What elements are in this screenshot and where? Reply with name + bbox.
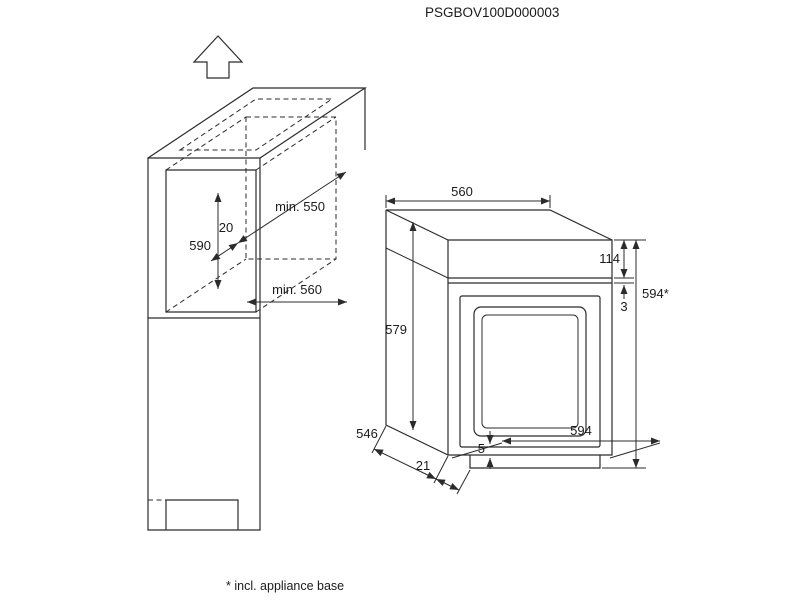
oven-base bbox=[469, 455, 601, 469]
dim-oven-width-top: 560 bbox=[385, 184, 551, 208]
oven-body bbox=[385, 209, 613, 469]
dim-min-depth-label: min. 550 bbox=[275, 199, 325, 214]
dim-min-width-label: min. 560 bbox=[272, 282, 322, 297]
cabinet-body bbox=[147, 87, 367, 531]
cabinet-hidden-edges bbox=[148, 98, 337, 501]
dim-rear-gap-label: 20 bbox=[219, 220, 233, 235]
dim-oven-depth: 546 bbox=[356, 425, 449, 484]
dim-panel-gap-label: 3 bbox=[620, 299, 627, 314]
drawing-code: PSGBOV100D000003 bbox=[425, 5, 559, 20]
cabinet-drawing: 590 20 min. 550 min. 560 bbox=[147, 35, 367, 531]
dim-door-gap: 5 bbox=[478, 431, 494, 469]
dim-base-inset-label: 21 bbox=[416, 458, 430, 473]
dim-oven-height-label: 579 bbox=[385, 322, 407, 337]
dim-panel-height: 114 bbox=[599, 239, 646, 279]
dim-total-height: 594* bbox=[602, 240, 669, 469]
dim-oven-width-top-label: 560 bbox=[451, 184, 473, 199]
dim-panel-height-label: 114 bbox=[599, 251, 620, 266]
oven-drawing: 560 579 114 3 594 bbox=[356, 184, 669, 495]
dim-panel-gap: 3 bbox=[614, 282, 634, 314]
oven-door-window bbox=[473, 306, 587, 437]
oven-door bbox=[459, 295, 601, 448]
dim-oven-height: 579 bbox=[385, 222, 417, 430]
dim-oven-width-front-label: 594 bbox=[570, 423, 592, 438]
dim-depth-chain: 20 min. 550 bbox=[210, 171, 347, 262]
dim-total-height-label: 594* bbox=[642, 286, 669, 301]
dim-niche-height: 590 bbox=[189, 193, 222, 289]
dim-oven-depth-label: 546 bbox=[356, 426, 378, 441]
dim-base-inset: 21 bbox=[416, 458, 471, 495]
footnote: * incl. appliance base bbox=[226, 579, 344, 593]
dim-oven-width-front: 594 bbox=[451, 423, 661, 459]
dim-min-width: min. 560 bbox=[247, 282, 347, 306]
venting-arrow-icon bbox=[192, 35, 244, 79]
dim-niche-height-label: 590 bbox=[189, 238, 211, 253]
dim-door-gap-label: 5 bbox=[478, 441, 485, 456]
